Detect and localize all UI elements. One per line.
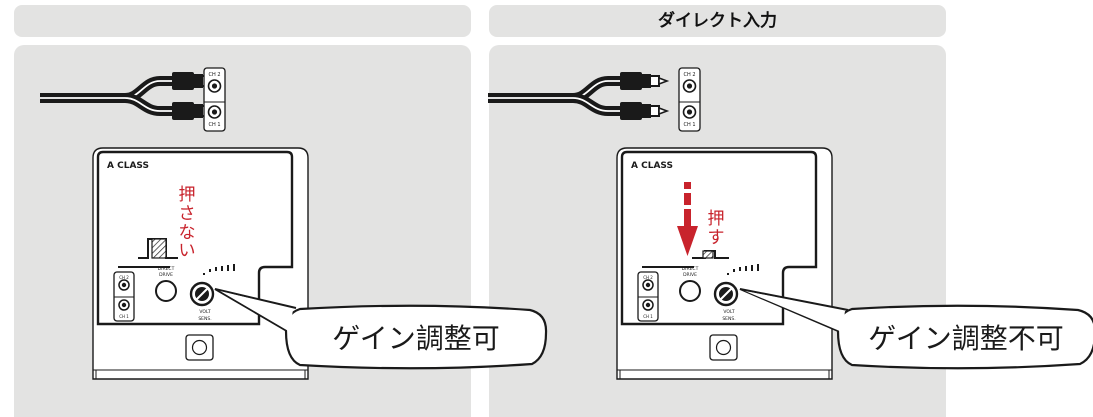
left-jack-label-ch2: CH 2 (208, 72, 220, 78)
left-note-2: さ (179, 204, 196, 224)
right-button-label-1: DIRECT (682, 266, 699, 272)
right-header: ダイレクト入力 (489, 5, 946, 37)
right-knob-label-1: VOLT (723, 309, 734, 315)
left-note-3: な (179, 223, 196, 243)
left-switch-released (138, 238, 178, 259)
left-knob-label-2: SENS. (198, 316, 211, 322)
right-note-2: す (708, 228, 725, 248)
right-jack-label-ch2: CH 2 (683, 72, 695, 78)
right-rca-cable (488, 72, 667, 120)
left-scene: CH 2 CH 1 A CLASS DIRECT DRIVE VOLT SENS… (40, 67, 548, 381)
left-button-label-1: DIRECT (158, 266, 175, 272)
left-brand-label: A CLASS (107, 161, 149, 171)
right-inner-jack-ch1: CH 1 (643, 314, 653, 319)
left-button-label-2: DRIVE (159, 272, 173, 278)
left-jack-panel: CH 2 CH 1 (203, 67, 226, 132)
right-brand-label: A CLASS (631, 161, 673, 171)
right-note-1: 押 (708, 209, 725, 229)
right-knob-label-2: SENS. (722, 316, 735, 322)
right-press-arrow (677, 182, 698, 256)
right-button-label-2: DRIVE (683, 272, 697, 278)
left-callout: ゲイン調整可 (214, 288, 548, 370)
right-scene: CH 2 CH 1 A CLASS DIRECT DRIVE VOLT SENS… (488, 67, 1093, 381)
left-note-4: い (179, 241, 196, 261)
left-inner-jack-ch1: CH 1 (119, 314, 129, 319)
right-callout: ゲイン調整不可 (739, 288, 1093, 370)
right-jack-label-ch1: CH 1 (683, 122, 695, 128)
left-device: A CLASS DIRECT DRIVE VOLT SENS. CH 2 CH … (91, 146, 310, 381)
right-inner-jack-ch2: CH 2 (643, 275, 653, 280)
right-callout-text: ゲイン調整不可 (868, 322, 1063, 355)
left-note-1: 押 (179, 185, 196, 205)
left-rca-cable (40, 72, 219, 120)
right-header-title: ダイレクト入力 (658, 11, 777, 31)
left-jack-label-ch1: CH 1 (208, 122, 220, 128)
right-device: A CLASS DIRECT DRIVE VOLT SENS. CH 2 CH … (615, 146, 834, 381)
right-switch-pressed (692, 250, 729, 259)
left-callout-text: ゲイン調整可 (332, 322, 499, 355)
left-header (14, 5, 471, 37)
right-jack-panel: CH 2 CH 1 (678, 67, 701, 132)
left-inner-jack-ch2: CH 2 (119, 275, 129, 280)
left-knob-label-1: VOLT (199, 309, 210, 315)
